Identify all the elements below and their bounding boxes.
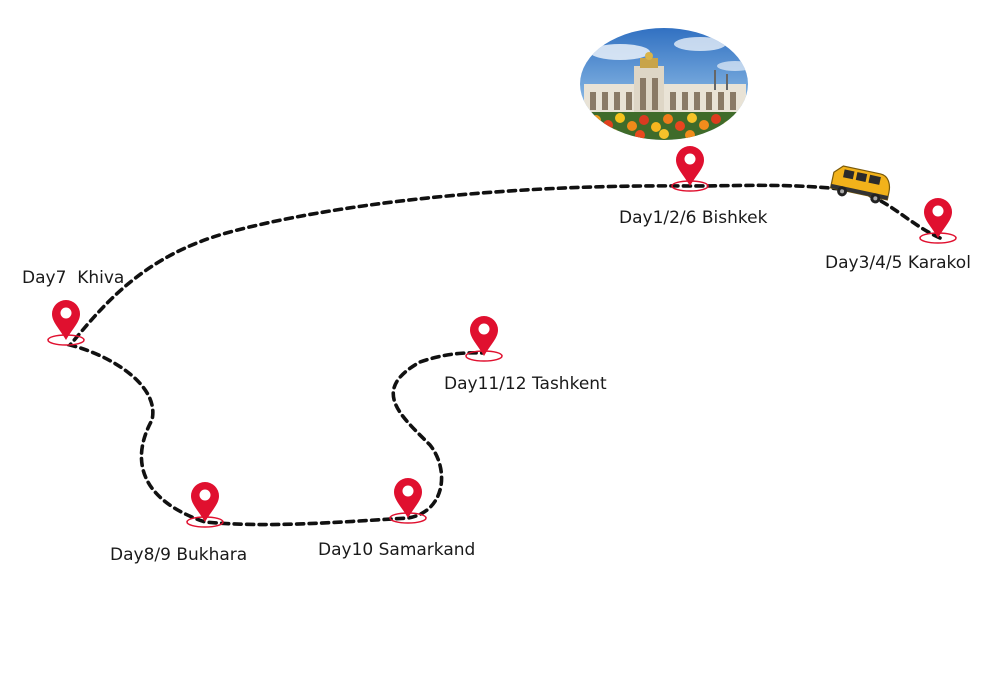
map-pin-icon <box>465 316 503 362</box>
bishkek-photo <box>580 28 748 140</box>
minivan-icon <box>829 165 891 204</box>
map-pin-icon <box>389 478 427 524</box>
map-pin-icon <box>919 198 957 244</box>
stop-label-samarkand: Day10 Samarkand <box>318 540 475 560</box>
route-line <box>66 183 942 527</box>
stop-label-karakol: Day3/4/5 Karakol <box>825 253 971 273</box>
stop-label-tashkent: Day11/12 Tashkent <box>444 374 607 394</box>
stop-label-bukhara: Day8/9 Bukhara <box>110 545 247 565</box>
map-pin-icon <box>47 300 85 346</box>
stop-label-khiva: Day7 Khiva <box>22 268 124 288</box>
map-pin-icon <box>671 146 709 192</box>
stop-label-bishkek: Day1/2/6 Bishkek <box>619 208 768 228</box>
map-pin-icon <box>186 482 224 528</box>
